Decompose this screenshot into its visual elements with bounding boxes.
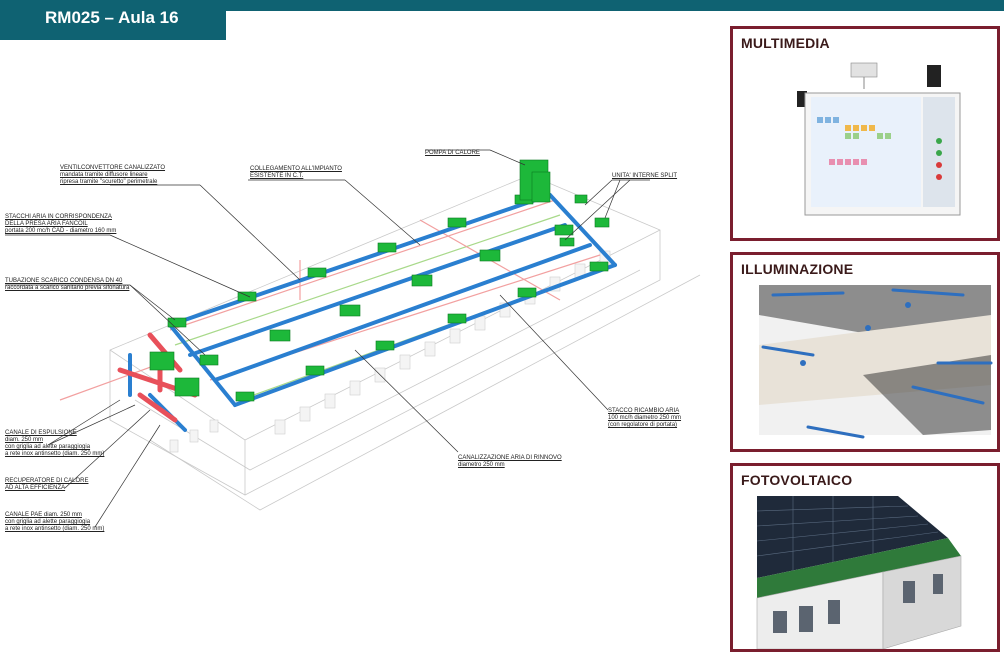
panel-title-multimedia: MULTIMEDIA xyxy=(741,35,830,51)
callout-ventilconvettore: VENTILCONVETTORE CANALIZZATO mandata tra… xyxy=(60,165,166,185)
callout-canale-espulsione: CANALE DI ESPULSIONE diam. 250 mm con gr… xyxy=(5,430,105,457)
callout-collegamento: COLLEGAMENTO ALL'IMPIANTO ESISTENTE IN C… xyxy=(250,166,342,179)
panel-multimedia: MULTIMEDIA xyxy=(730,26,1000,241)
windows xyxy=(169,250,611,453)
panel-fotovoltaico: FOTOVOLTAICO xyxy=(730,463,1000,652)
callout-stacchi-aria: STACCHI ARIA IN CORRISPONDENZA DELLA PRE… xyxy=(5,214,117,234)
callout-canalizzazione: CANALIZZAZIONE ARIA DI RINNOVO diametro … xyxy=(458,455,562,468)
callout-unita-interne-split: UNITA' INTERNE SPLIT xyxy=(612,173,678,179)
panel-title-fotovoltaico: FOTOVOLTAICO xyxy=(741,472,853,488)
interactive-whiteboard-image xyxy=(797,62,961,216)
page-title-text: RM025 – Aula 16 xyxy=(45,8,179,27)
callout-recuperatore: RECUPERATORE DI CALORE AD ALTA EFFICIENZ… xyxy=(5,478,89,491)
hvac-diagram: VENTILCONVETTORE CANALIZZATO mandata tra… xyxy=(0,140,710,560)
heat-pump xyxy=(519,159,551,203)
leader-lines xyxy=(5,149,650,528)
blue-ducts xyxy=(128,193,617,432)
page-title: RM025 – Aula 16 xyxy=(0,0,226,40)
top-bar xyxy=(0,0,1004,11)
callout-tubazione-scarico: TUBAZIONE SCARICO CONDENSA DN 40 raccord… xyxy=(5,278,130,291)
lighting-ceiling-image xyxy=(759,285,993,439)
panel-illuminazione: ILLUMINAZIONE xyxy=(730,252,1000,452)
callout-pompa-di-calore: POMPA DI CALORE xyxy=(425,150,480,156)
hvac-drawing xyxy=(5,149,701,528)
panel-title-illuminazione: ILLUMINAZIONE xyxy=(741,261,854,277)
callout-canale-pae: CANALE PAE diam. 250 mm con griglia ad a… xyxy=(5,512,105,532)
callout-stacco-ricambio: STACCO RICAMBIO ARIA 100 mc/h diametro 2… xyxy=(608,408,682,428)
photovoltaic-roof-image xyxy=(756,496,962,649)
